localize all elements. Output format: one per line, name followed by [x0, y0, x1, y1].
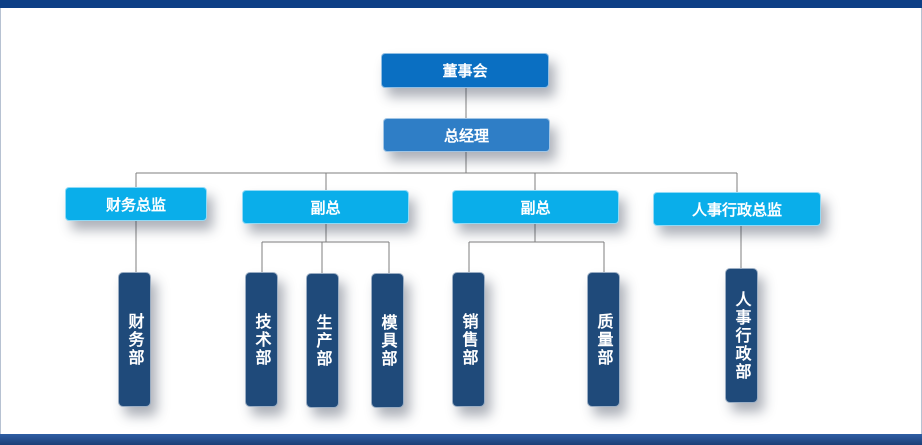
node-vp-right-label: 副总 — [520, 198, 551, 217]
top-header-bar — [0, 0, 922, 8]
node-dept-quality-label: 质量部 — [594, 312, 614, 367]
node-dept-finance: 财务部 — [118, 272, 151, 407]
node-dept-quality: 质量部 — [587, 272, 620, 407]
node-finance-director: 财务总监 — [65, 187, 207, 221]
node-dept-mold-label: 模具部 — [378, 313, 398, 368]
node-general-manager-label: 总经理 — [443, 126, 489, 145]
node-dept-sales-label: 销售部 — [459, 312, 479, 367]
node-dept-mold: 模具部 — [371, 273, 404, 408]
node-dept-production-label: 生产部 — [313, 313, 333, 368]
node-dept-hr-admin: 人事行政部 — [725, 268, 758, 403]
node-dept-technology-label: 技术部 — [252, 312, 272, 367]
node-dept-sales: 销售部 — [452, 272, 485, 407]
node-vp-left-label: 副总 — [310, 198, 341, 217]
node-finance-director-label: 财务总监 — [105, 195, 166, 214]
node-board-label: 董事会 — [442, 62, 488, 80]
node-dept-hr-admin-label: 人事行政部 — [732, 290, 752, 381]
node-dept-finance-label: 财务部 — [125, 312, 145, 367]
node-board: 董事会 — [381, 53, 549, 88]
node-vp-left: 副总 — [242, 190, 409, 224]
node-dept-technology: 技术部 — [245, 272, 278, 407]
node-hr-director-label: 人事行政总监 — [691, 200, 782, 219]
node-hr-director: 人事行政总监 — [653, 192, 821, 226]
node-general-manager: 总经理 — [383, 118, 550, 152]
node-vp-right: 副总 — [452, 190, 619, 224]
node-dept-production: 生产部 — [306, 273, 339, 408]
bottom-footer-bar — [0, 434, 922, 445]
